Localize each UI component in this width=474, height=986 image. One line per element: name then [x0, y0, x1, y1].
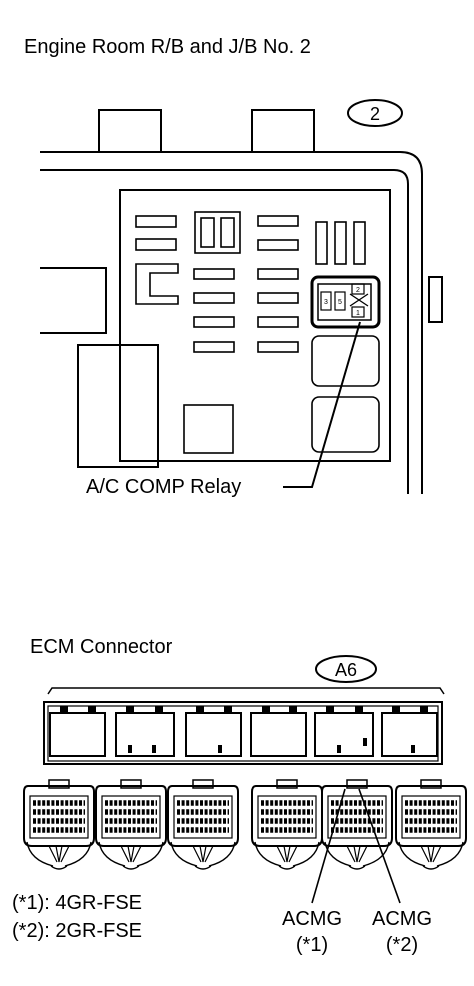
acmg-2-variant: (*2)	[385, 934, 419, 956]
ac-comp-relay	[310, 275, 381, 329]
acmg-2-leader-line	[358, 788, 401, 904]
acmg-1-name: ACMG	[282, 908, 342, 930]
note-2gr-fse: (*2): 2GR-FSE	[12, 920, 143, 942]
acmg-1-variant: (*1)	[295, 934, 329, 956]
ecm-badge-outline	[315, 655, 377, 683]
harness-connector	[251, 779, 323, 870]
relay-leader-line	[283, 321, 361, 488]
relay-pin-1: 1	[356, 310, 360, 317]
relay-badge-outline	[347, 99, 403, 127]
relay-block-title: Engine Room R/B and J/B No. 2	[24, 36, 311, 58]
note-4gr-fse: (*1): 4GR-FSE	[12, 892, 143, 914]
harness-connector	[95, 779, 167, 870]
relay-pin-5: 5	[338, 299, 342, 306]
harness-connector	[321, 779, 393, 870]
connector-housing	[43, 687, 445, 765]
acmg-1-leader-line	[311, 788, 346, 904]
harness-connectors	[23, 779, 467, 870]
relay-label: A/C COMP Relay	[86, 476, 242, 498]
relay-pin-2: 2	[356, 287, 360, 294]
relay-pin-3: 3	[324, 299, 328, 306]
relay-box-outline	[40, 109, 443, 494]
harness-connector	[395, 779, 467, 870]
relay-badge-text: 2	[370, 104, 380, 124]
ecm-block-title: ECM Connector	[30, 636, 173, 658]
connector-latches	[60, 706, 428, 753]
harness-connector	[23, 779, 95, 870]
ecm-badge-text: A6	[335, 660, 357, 680]
acmg-2-name: ACMG	[372, 908, 432, 930]
harness-connector	[167, 779, 239, 870]
fuse-slots	[135, 211, 380, 454]
